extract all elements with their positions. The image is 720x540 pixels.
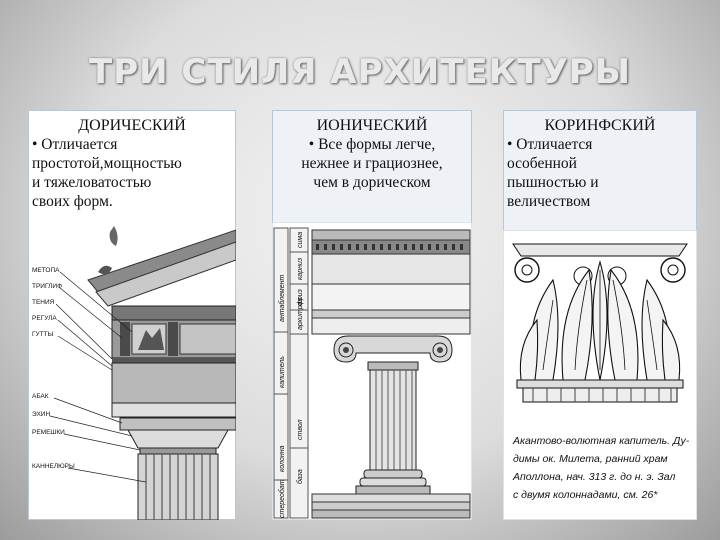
doric-line-2: простотой,мощностью bbox=[32, 155, 182, 172]
ionic-line-2: нежнее и грациознее, bbox=[301, 155, 443, 172]
corinthian-note-line-2: димы ок. Милета, ранний храм bbox=[513, 453, 668, 465]
doric-label-guttae: ГУТТЫ bbox=[32, 331, 54, 338]
corinthian-note-line-1: Акантово-волютная капитель. Ду- bbox=[512, 435, 690, 447]
doric-order-illustration: МЕТОПА ТРИГЛИФ ТЕНИЯ РЕГУЛА ГУТТЫ АБАК Э… bbox=[32, 226, 236, 520]
doric-line-1: • Отличается bbox=[32, 136, 118, 153]
slide-title: ТРИ СТИЛЯ АРХИТЕКТУРЫ bbox=[89, 52, 631, 92]
doric-label-flutes: КАННЕЛЮРЫ bbox=[32, 463, 75, 470]
doric-heading: ДОРИЧЕСКИЙ bbox=[78, 117, 186, 134]
ionic-label-frieze: фриз bbox=[297, 288, 304, 306]
ionic-label-stereobate: стереобат bbox=[278, 479, 286, 518]
corinthian-note-line-3: Аполлона, нач. 313 г. до н. э. Зал bbox=[512, 471, 675, 483]
corinthian-note-line-4: с двумя колоннадами, см. 26* bbox=[513, 489, 658, 501]
ionic-label-shaft: ствол bbox=[297, 419, 304, 440]
corinthian-heading: КОРИНФСКИЙ bbox=[544, 117, 656, 134]
ionic-line-3: чем в дорическом bbox=[313, 174, 431, 191]
corinthian-line-2: особенной bbox=[507, 155, 577, 172]
ionic-card-background bbox=[272, 110, 472, 224]
ionic-heading: ИОНИЧЕСКИЙ bbox=[316, 117, 428, 134]
doric-label-annulets: РЕМЕШКИ bbox=[32, 429, 65, 436]
ionic-label-architrave: архитрав bbox=[297, 298, 304, 330]
doric-label-abacus: АБАК bbox=[32, 393, 49, 400]
doric-label-echinus: ЭХИН bbox=[32, 411, 50, 418]
ionic-label-entablature: антаблемент bbox=[278, 275, 286, 322]
doric-label-taenia: ТЕНИЯ bbox=[32, 299, 55, 306]
corinthian-line-4: величеством bbox=[507, 193, 591, 210]
ionic-label-cornice: карниз bbox=[297, 257, 304, 280]
corinthian-line-3: пышностью и bbox=[507, 174, 599, 191]
ionic-order-illustration: антаблемент капитель колонна стереобат с… bbox=[272, 222, 472, 520]
doric-label-metope: МЕТОПА bbox=[32, 267, 60, 274]
ionic-label-column: колонна bbox=[279, 445, 286, 472]
ionic-label-base: база bbox=[296, 469, 304, 484]
ionic-line-1: • Все формы легче, bbox=[308, 136, 436, 153]
ionic-label-sima: сима bbox=[297, 232, 304, 248]
doric-line-4: своих форм. bbox=[32, 193, 113, 210]
corinthian-capital-illustration: Акантово-волютная капитель. Ду- димы ок.… bbox=[503, 230, 697, 520]
doric-label-triglyph: ТРИГЛИФ bbox=[32, 283, 62, 290]
doric-column-card: ДОРИЧЕСКИЙ • Отличается простотой,мощнос… bbox=[28, 110, 236, 520]
corinthian-column-card: КОРИНФСКИЙ • Отличается особенной пышнос… bbox=[503, 110, 697, 520]
doric-line-3: и тяжеловатостью bbox=[32, 174, 152, 191]
corinthian-line-1: • Отличается bbox=[507, 136, 593, 153]
ionic-column-card: ИОНИЧЕСКИЙ • Все формы легче, нежнее и г… bbox=[272, 110, 472, 520]
ionic-label-capital: капитель bbox=[279, 356, 286, 388]
doric-label-regula: РЕГУЛА bbox=[32, 315, 57, 322]
